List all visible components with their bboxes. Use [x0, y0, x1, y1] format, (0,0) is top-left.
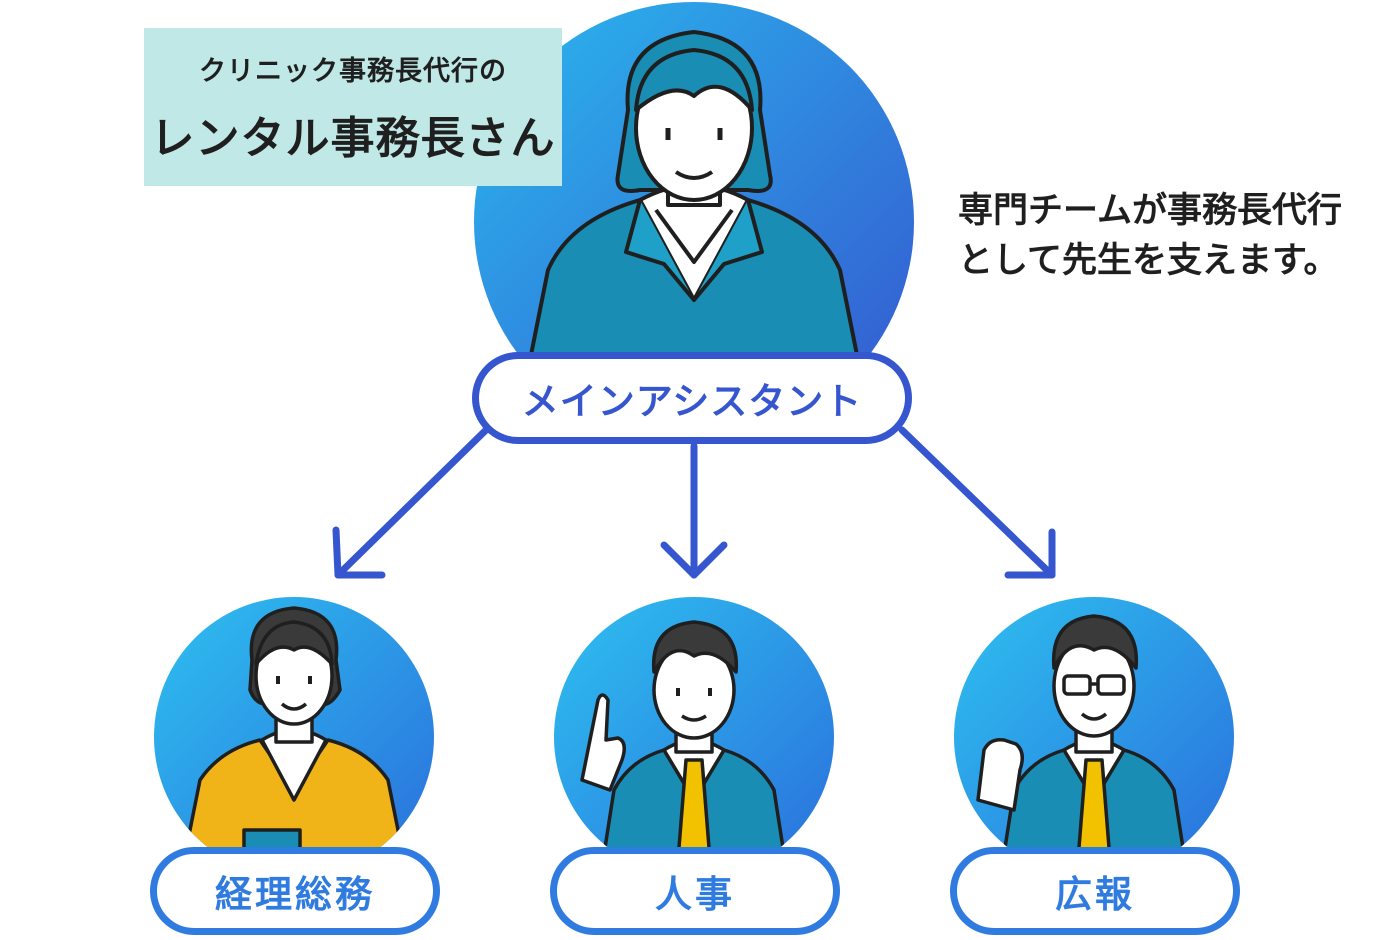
male-pr-icon	[954, 597, 1234, 877]
arrow-icon	[332, 426, 1056, 579]
male-hr-icon	[554, 597, 834, 877]
role-label-pr: 広報	[950, 847, 1240, 935]
title-main: レンタル事務長さん	[150, 112, 556, 164]
female-accountant-icon	[154, 597, 434, 877]
title-box: クリニック事務長代行の レンタル事務長さん	[144, 28, 562, 186]
caption-line-2: として先生を支えます。	[958, 241, 1339, 281]
main-role-label: メインアシスタント	[472, 352, 912, 444]
role-label-accounting: 経理総務	[150, 847, 440, 935]
title-subtitle: クリニック事務長代行の	[199, 55, 507, 87]
caption-line-1: 専門チームが事務長代行	[958, 191, 1342, 231]
caption: 専門チームが事務長代行 として先生を支えます。	[958, 186, 1342, 286]
female-assistant-icon	[474, 2, 914, 442]
role-label-hr: 人事	[550, 847, 840, 935]
